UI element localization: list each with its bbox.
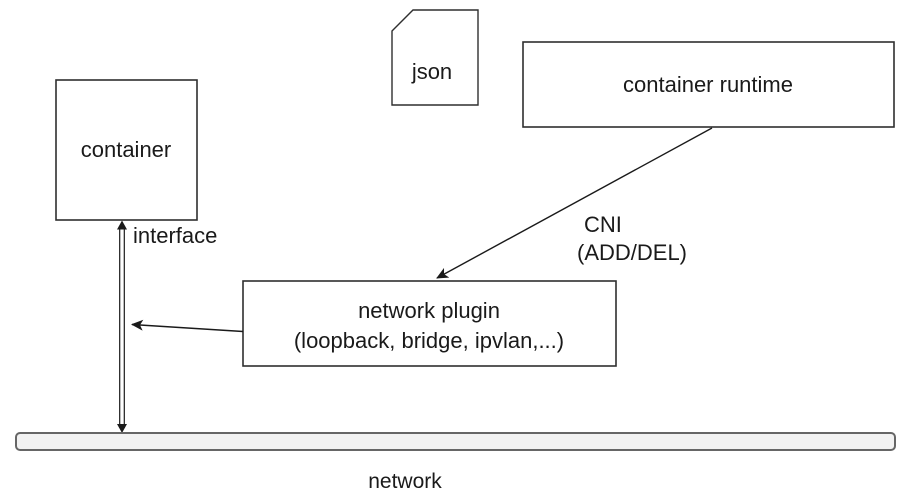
network-label: network [368, 470, 442, 493]
interface-arrowhead-up [117, 220, 127, 230]
cni-arrow [436, 127, 713, 279]
container-label: container [81, 137, 172, 162]
network-plugin-sublabel: (loopback, bridge, ipvlan,...) [294, 328, 564, 353]
network-bar [15, 432, 896, 451]
json-label: json [411, 59, 452, 84]
container-box [55, 79, 198, 221]
cni-edge: CNI (ADD/DEL) [436, 127, 713, 279]
container-runtime-box [522, 41, 895, 128]
network-plugin-label: network plugin [358, 298, 500, 323]
interface-arrowhead-down [117, 424, 127, 433]
json-file-shape [391, 9, 479, 106]
network-node: network [15, 432, 896, 493]
interface-link: interface [117, 220, 217, 433]
network-plugin-box [242, 280, 617, 367]
cni-label-line2: (ADD/DEL) [577, 240, 687, 265]
interface-label: interface [133, 223, 217, 248]
cni-label-line1: CNI [584, 212, 622, 237]
network-plugin-node: network plugin (loopback, bridge, ipvlan… [242, 280, 617, 367]
plugin-to-interface-arrow [131, 319, 244, 333]
container-node: container [55, 79, 198, 221]
json-file-node: json [391, 9, 479, 106]
container-runtime-label: container runtime [623, 72, 793, 97]
container-runtime-node: container runtime [522, 41, 895, 128]
